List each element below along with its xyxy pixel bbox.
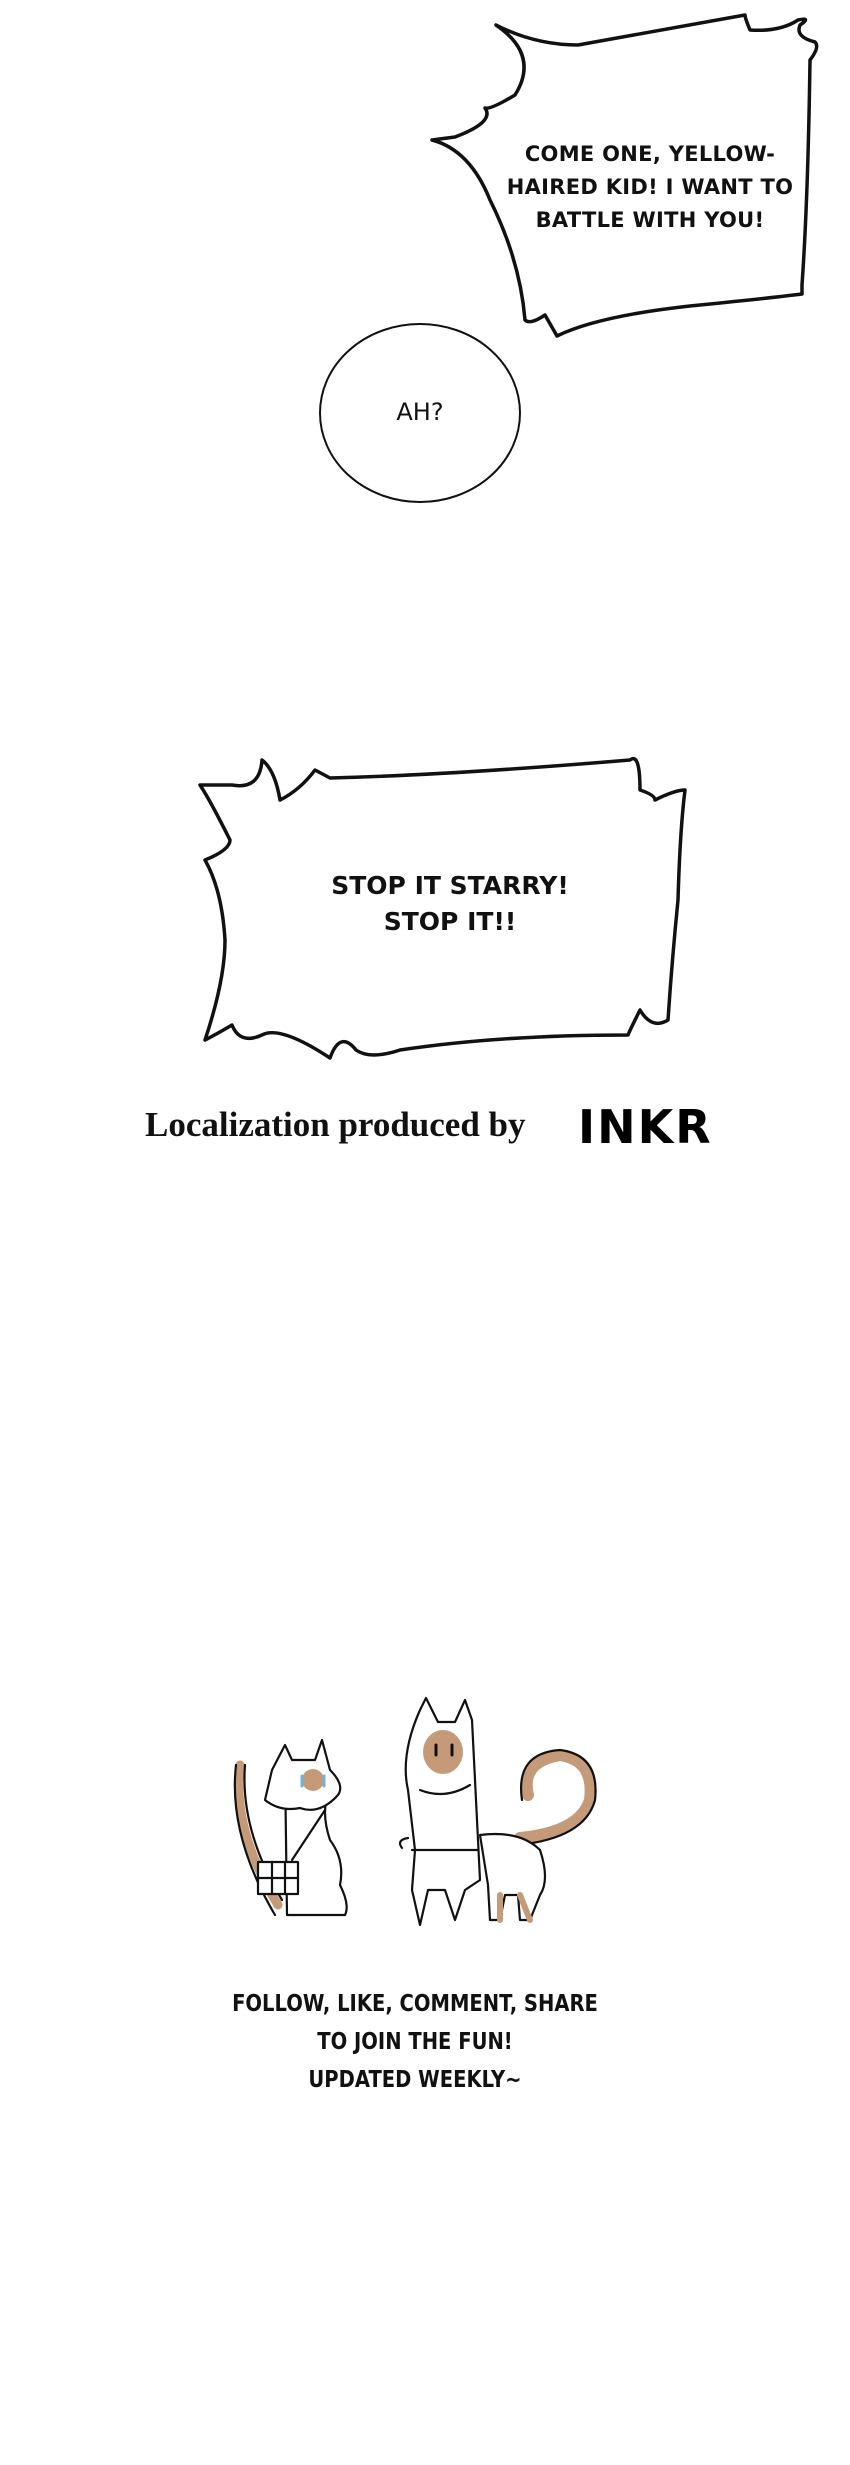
inkr-logo: INKR	[578, 1100, 713, 1154]
footer-line-1: FOLLOW, LIKE, COMMENT, SHARE	[232, 1991, 598, 2017]
speech-bubble-2-text: Ah?	[396, 398, 444, 426]
speech-bubble-3-text: Stop it Starry! Stop it!!	[290, 868, 610, 940]
cats-illustration	[233, 1696, 597, 1927]
footer-line-2: TO JOIN THE FUN!	[317, 2029, 513, 2055]
speech-bubble-shout	[430, 13, 819, 338]
speech-bubble-3-line2: Stop it!!	[383, 907, 517, 936]
footer-line-3: UPDATED WEEKLY~	[308, 2067, 522, 2093]
localization-credit: Localization produced by	[145, 1105, 526, 1144]
speech-bubble-3-line1: Stop it Starry!	[331, 871, 569, 900]
speech-bubble-round	[319, 323, 521, 503]
footer-message: FOLLOW, LIKE, COMMENT, SHARE TO JOIN THE…	[215, 1985, 615, 2099]
speech-bubble-1-text: Come one, yellow-haired kid! I want to b…	[506, 142, 794, 232]
speech-bubble-spiky	[198, 756, 687, 1060]
